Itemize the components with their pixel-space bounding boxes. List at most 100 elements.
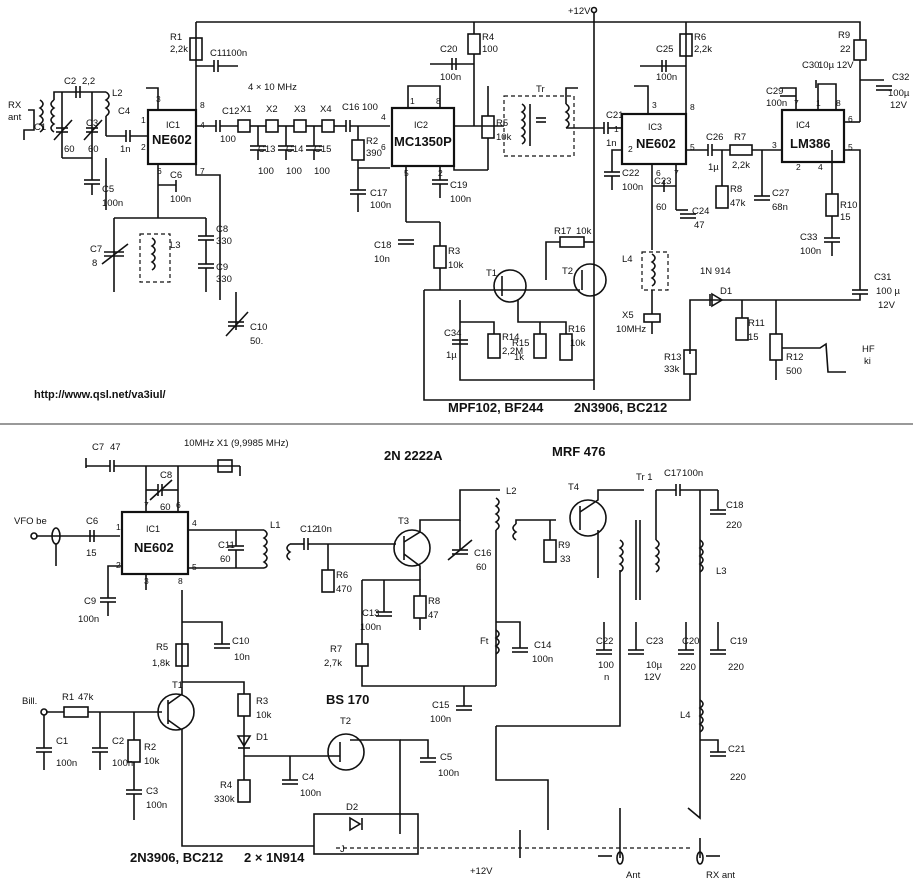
svg-text:T3: T3 bbox=[398, 516, 409, 527]
ic1-top bbox=[146, 108, 198, 166]
svg-text:R3: R3 bbox=[256, 696, 268, 707]
svg-text:330: 330 bbox=[216, 236, 232, 247]
svg-text:NE602: NE602 bbox=[152, 132, 192, 147]
svg-text:2,2k: 2,2k bbox=[170, 44, 188, 55]
svg-text:R8: R8 bbox=[730, 184, 742, 195]
svg-text:C8: C8 bbox=[216, 224, 228, 235]
svg-text:6: 6 bbox=[848, 114, 853, 124]
svg-text:NE602: NE602 bbox=[134, 540, 174, 555]
svg-text:C6: C6 bbox=[170, 170, 182, 181]
svg-text:R11: R11 bbox=[748, 318, 765, 329]
svg-text:C6: C6 bbox=[86, 516, 98, 527]
svg-text:2,2k: 2,2k bbox=[694, 44, 712, 55]
svg-text:R5: R5 bbox=[156, 642, 168, 653]
svg-text:100n: 100n bbox=[438, 768, 459, 779]
svg-text:C21: C21 bbox=[728, 744, 745, 755]
ic2-top bbox=[390, 106, 456, 168]
svg-text:100: 100 bbox=[362, 102, 378, 113]
svg-text:100n: 100n bbox=[226, 48, 247, 59]
svg-text:500: 500 bbox=[786, 366, 802, 377]
svg-text:10k: 10k bbox=[570, 338, 586, 349]
svg-text:C18: C18 bbox=[726, 500, 743, 511]
svg-text:1: 1 bbox=[410, 96, 415, 106]
svg-text:C17: C17 bbox=[664, 468, 681, 479]
svg-text:C9: C9 bbox=[84, 596, 96, 607]
svg-text:15: 15 bbox=[86, 548, 97, 559]
svg-text:2,2M: 2,2M bbox=[502, 346, 523, 357]
svg-text:C10: C10 bbox=[232, 636, 249, 647]
svg-text:R9: R9 bbox=[838, 30, 850, 41]
svg-text:100: 100 bbox=[258, 166, 274, 177]
svg-text:MC1350P: MC1350P bbox=[394, 134, 452, 149]
svg-text:47: 47 bbox=[694, 220, 705, 231]
receiver-schematic: +12V RX ant C1 60 C2 2,2 C3 60 L2 C4 1n bbox=[8, 6, 910, 415]
svg-text:L3: L3 bbox=[716, 566, 727, 577]
svg-text:T1: T1 bbox=[486, 268, 497, 279]
svg-text:8: 8 bbox=[690, 102, 695, 112]
svg-text:L1: L1 bbox=[270, 520, 281, 531]
t4-type-label: MRF 476 bbox=[552, 444, 605, 459]
source-url: http://www.qsl.net/va3iul/ bbox=[34, 389, 166, 401]
svg-text:390: 390 bbox=[366, 148, 382, 159]
svg-text:C14: C14 bbox=[534, 640, 551, 651]
t3-type-label: 2N 2222A bbox=[384, 448, 443, 463]
svg-text:10n: 10n bbox=[234, 652, 250, 663]
svg-text:10k: 10k bbox=[576, 226, 592, 237]
svg-text:C12: C12 bbox=[300, 524, 317, 535]
svg-text:1,8k: 1,8k bbox=[152, 658, 170, 669]
svg-text:C12: C12 bbox=[222, 106, 239, 117]
diode-type-top: 1N 914 bbox=[700, 266, 731, 277]
svg-text:100n: 100n bbox=[360, 622, 381, 633]
svg-text:100n: 100n bbox=[146, 800, 167, 811]
svg-text:330: 330 bbox=[216, 274, 232, 285]
svg-text:C3: C3 bbox=[146, 786, 158, 797]
svg-text:47: 47 bbox=[110, 442, 121, 453]
t1-types-label: 2N3906, BC212 bbox=[130, 850, 223, 865]
svg-text:R1: R1 bbox=[62, 692, 74, 703]
svg-text:C14: C14 bbox=[286, 144, 303, 155]
svg-text:R16: R16 bbox=[568, 324, 585, 335]
svg-text:IC3: IC3 bbox=[648, 122, 662, 132]
svg-text:R7: R7 bbox=[330, 644, 342, 655]
npn-t4-bottom bbox=[569, 499, 607, 537]
svg-text:100n: 100n bbox=[682, 468, 703, 479]
svg-text:C17: C17 bbox=[370, 188, 387, 199]
svg-text:T4: T4 bbox=[568, 482, 579, 493]
svg-text:C3: C3 bbox=[86, 118, 98, 129]
svg-text:7: 7 bbox=[200, 166, 205, 176]
svg-text:C15: C15 bbox=[314, 144, 331, 155]
svg-text:R15: R15 bbox=[512, 338, 529, 349]
svg-text:60: 60 bbox=[476, 562, 487, 573]
svg-text:C7: C7 bbox=[90, 244, 102, 255]
svg-text:60: 60 bbox=[88, 144, 99, 155]
svg-text:n: n bbox=[604, 672, 609, 683]
svg-text:C23: C23 bbox=[654, 176, 671, 187]
svg-text:8: 8 bbox=[836, 98, 841, 108]
svg-text:C1: C1 bbox=[34, 122, 46, 133]
svg-text:R12: R12 bbox=[786, 352, 803, 363]
svg-text:IC4: IC4 bbox=[796, 120, 810, 130]
svg-text:3: 3 bbox=[652, 100, 657, 110]
svg-text:D2: D2 bbox=[346, 802, 358, 813]
svg-text:C13: C13 bbox=[258, 144, 275, 155]
svg-text:10k: 10k bbox=[256, 710, 272, 721]
svg-text:R7: R7 bbox=[734, 132, 746, 143]
ic4-top bbox=[780, 108, 846, 164]
svg-text:47k: 47k bbox=[730, 198, 746, 209]
pnp-t1-bottom bbox=[157, 693, 195, 731]
crystal-filter-note: 4 × 10 MHz bbox=[248, 82, 297, 93]
svg-text:C16: C16 bbox=[474, 548, 491, 559]
svg-text:6: 6 bbox=[381, 142, 386, 152]
supply-rail-top bbox=[196, 21, 861, 40]
svg-text:L4: L4 bbox=[622, 254, 633, 265]
svg-text:Ft: Ft bbox=[480, 636, 489, 647]
svg-text:X4: X4 bbox=[320, 104, 332, 115]
mosfet-t2-bottom bbox=[327, 733, 365, 771]
svg-text:L2: L2 bbox=[506, 486, 517, 497]
rx-ant-bottom-label: RX ant bbox=[706, 870, 735, 881]
svg-text:C7: C7 bbox=[92, 442, 104, 453]
pnp-t2-top bbox=[573, 263, 607, 297]
supply-label-bottom: +12V bbox=[470, 866, 493, 877]
svg-text:2,7k: 2,7k bbox=[324, 658, 342, 669]
svg-text:2: 2 bbox=[116, 560, 121, 570]
